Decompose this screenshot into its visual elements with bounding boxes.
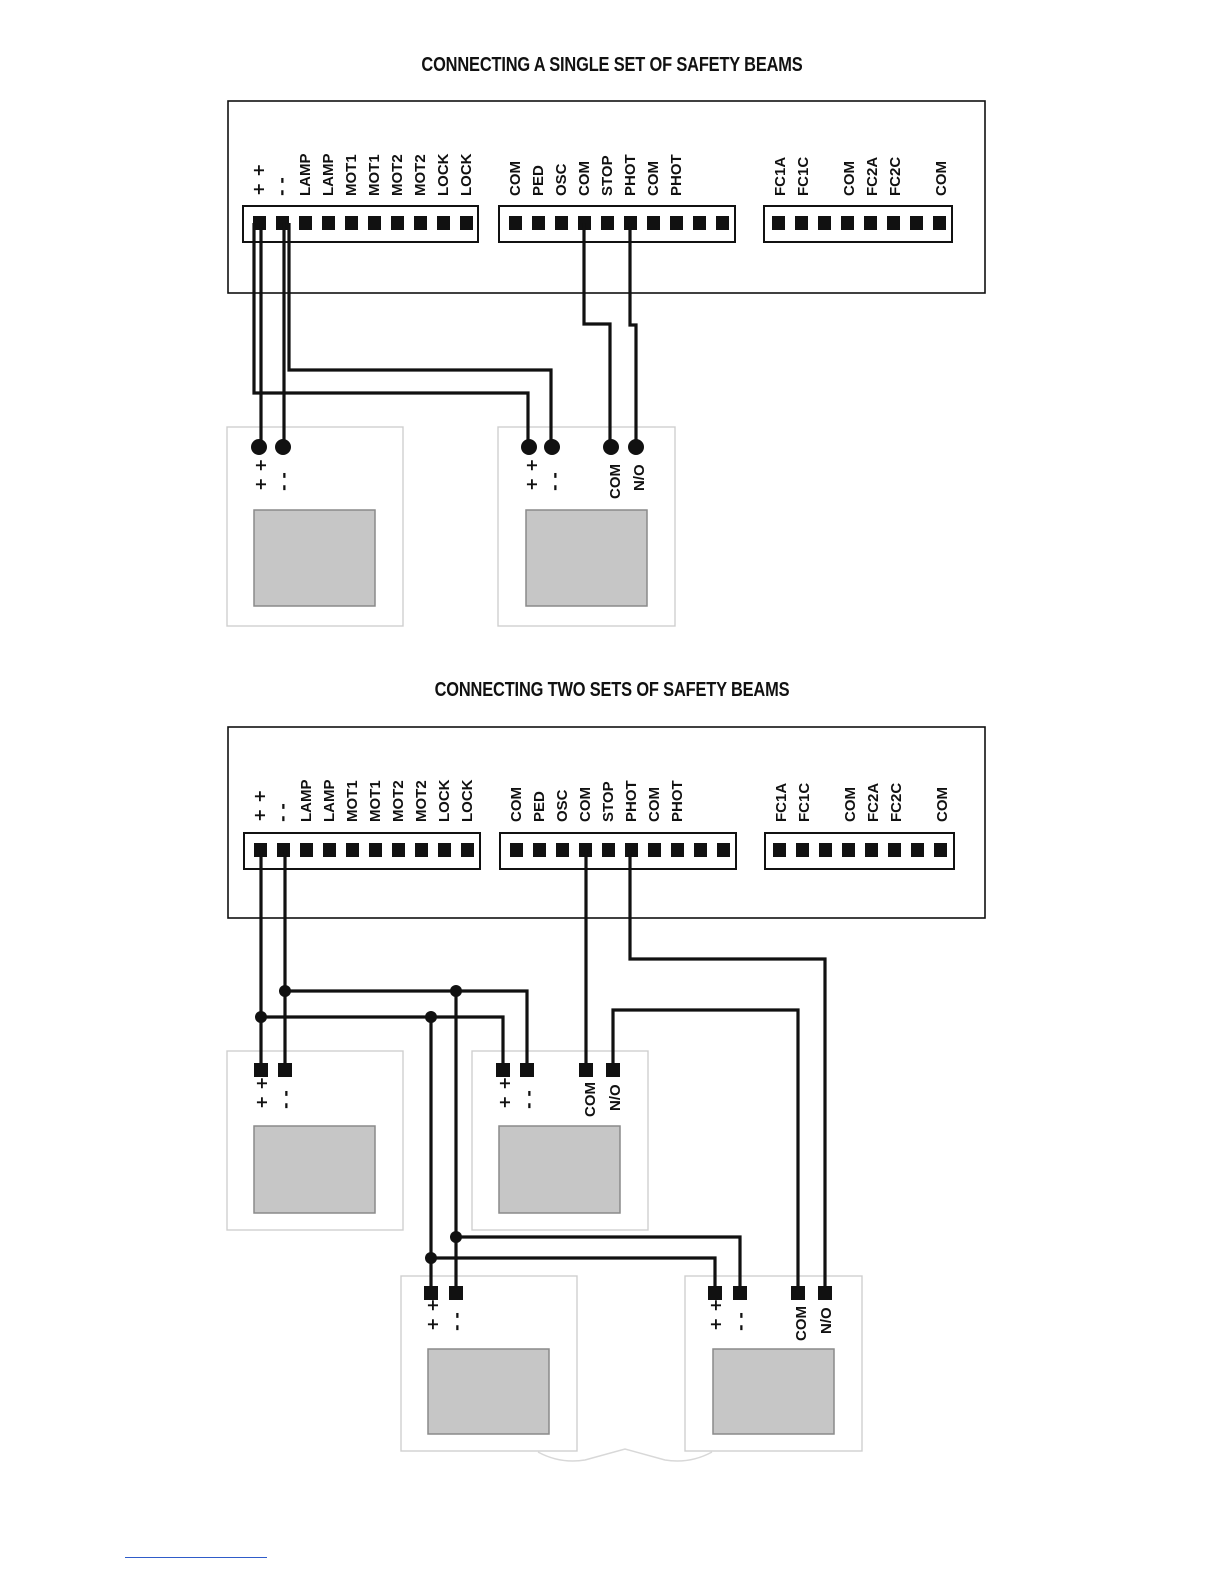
label-com: COM <box>577 787 594 822</box>
label-lamp: LAMP <box>321 780 338 823</box>
label-mot1: MOT1 <box>343 154 360 196</box>
label-ped: PED <box>530 165 547 196</box>
label-mot2: MOT2 <box>413 780 430 822</box>
label-plus: + + <box>250 790 269 822</box>
label-fc2a: FC2A <box>864 157 881 196</box>
tx2a-minus-label: - - <box>276 1090 295 1109</box>
transmitter-2b-window <box>427 1348 550 1435</box>
label-mot1: MOT1 <box>344 780 361 822</box>
label-com: COM <box>646 787 663 822</box>
tx2b-minus-label: - - <box>447 1312 466 1331</box>
rx2b-minus-label: - - <box>731 1312 750 1331</box>
label-fc2c: FC2C <box>887 157 904 196</box>
terminal-strip-limit-2 <box>764 832 955 870</box>
label-com: COM <box>841 161 858 196</box>
label-lock: LOCK <box>436 779 453 822</box>
rx2a-minus-label: - - <box>519 1090 538 1109</box>
strip1-pins-d1 <box>253 216 473 230</box>
rx1-no-label: N/O <box>631 464 648 491</box>
label-phot: PHOT <box>623 780 640 822</box>
device-terminals-d2 <box>254 1063 832 1300</box>
label-stop: STOP <box>600 781 617 822</box>
strip3-pins-d1 <box>772 216 946 230</box>
label-osc: OSC <box>554 789 571 822</box>
label-mot2: MOT2 <box>412 154 429 196</box>
rx2b-no-label: N/O <box>818 1307 835 1334</box>
label-fc1a: FC1A <box>772 157 789 196</box>
label-stop: STOP <box>599 155 616 196</box>
tx2a-plus-label: + + <box>252 1077 271 1109</box>
strip2-pins-d1 <box>509 216 729 230</box>
strip1-pins-d2 <box>254 843 474 857</box>
label-minus: - - <box>273 803 292 822</box>
label-com: COM <box>933 161 950 196</box>
label-com: COM <box>507 161 524 196</box>
transmitter-1-window <box>253 509 376 607</box>
rx2a-no-label: N/O <box>607 1084 624 1111</box>
diagram1: + + - - LAMP LAMP MOT1 MOT1 MOT2 MOT2 LO… <box>226 100 986 627</box>
wires-diagram1 <box>252 223 638 446</box>
connection-dots-d1 <box>251 439 644 455</box>
rx1-minus-label: - - <box>545 472 564 491</box>
footnote-separator <box>125 1557 267 1558</box>
label-lock: LOCK <box>435 153 452 196</box>
label-ped: PED <box>531 791 548 822</box>
label-fc1a: FC1A <box>773 783 790 822</box>
label-com: COM <box>508 787 525 822</box>
label-mot2: MOT2 <box>389 154 406 196</box>
transmitter-2a-window <box>253 1125 376 1214</box>
label-lamp: LAMP <box>298 780 315 823</box>
label-mot1: MOT1 <box>366 154 383 196</box>
label-fc2c: FC2C <box>888 783 905 822</box>
label-fc1c: FC1C <box>795 157 812 196</box>
label-lock: LOCK <box>459 779 476 822</box>
rx1-plus-label: + + <box>522 459 541 491</box>
label-phot: PHOT <box>669 780 686 822</box>
rx1-com-label: COM <box>607 464 624 499</box>
junction-dots-d2 <box>255 985 462 1264</box>
label-com: COM <box>645 161 662 196</box>
rx2a-plus-label: + + <box>495 1077 514 1109</box>
wires-diagram2 <box>259 850 827 1293</box>
strip2-pins-d2 <box>510 843 730 857</box>
label-fc1c: FC1C <box>796 783 813 822</box>
label-mot1: MOT1 <box>367 780 384 822</box>
tx1-plus-label: + + <box>251 459 270 491</box>
control-board-2 <box>227 726 986 919</box>
control-board-1 <box>227 100 986 294</box>
label-osc: OSC <box>553 163 570 196</box>
label-minus: - - <box>272 177 291 196</box>
label-lamp: LAMP <box>320 154 337 197</box>
tx2b-plus-label: + + <box>423 1299 442 1331</box>
label-plus: + + <box>249 164 268 196</box>
label-lamp: LAMP <box>297 154 314 197</box>
diagram1-title: CONNECTING A SINGLE SET OF SAFETY BEAMS <box>421 54 803 76</box>
rx2a-com-label: COM <box>582 1082 599 1117</box>
label-phot: PHOT <box>622 154 639 196</box>
rx2b-com-label: COM <box>793 1306 810 1341</box>
diagram2: + + - - LAMP LAMP MOT1 MOT1 MOT2 MOT2 LO… <box>226 726 986 1462</box>
terminal-strip-limit-1 <box>763 205 953 243</box>
label-phot: PHOT <box>668 154 685 196</box>
receiver-1-window <box>525 509 648 607</box>
strip3-pins-d2 <box>773 843 947 857</box>
label-lock: LOCK <box>458 153 475 196</box>
label-com: COM <box>842 787 859 822</box>
tx1-minus-label: - - <box>274 472 293 491</box>
fold-mark <box>537 1448 713 1462</box>
receiver-2a-window <box>498 1125 621 1214</box>
label-com: COM <box>934 787 951 822</box>
label-fc2a: FC2A <box>865 783 882 822</box>
diagram2-title: CONNECTING TWO SETS OF SAFETY BEAMS <box>434 679 790 701</box>
label-mot2: MOT2 <box>390 780 407 822</box>
rx2b-plus-label: + + <box>706 1299 725 1331</box>
receiver-2b-window <box>712 1348 835 1435</box>
label-com: COM <box>576 161 593 196</box>
